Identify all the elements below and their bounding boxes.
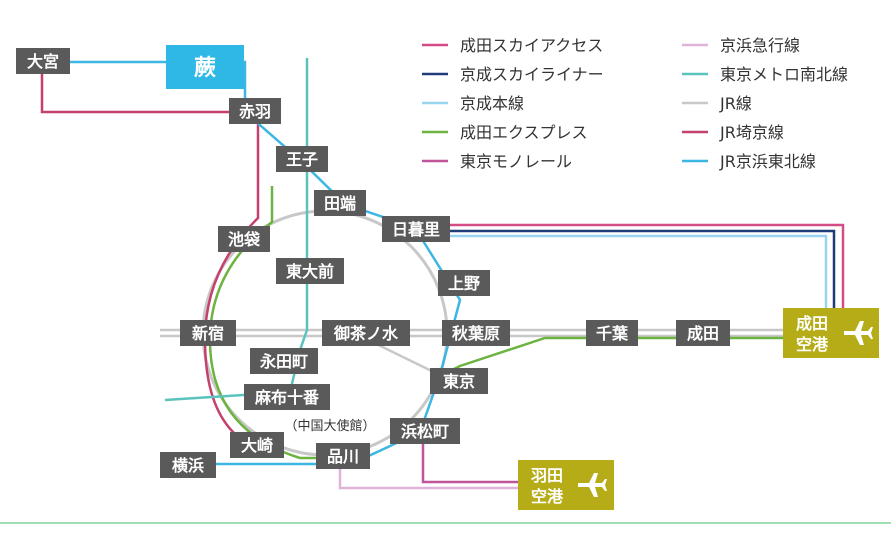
svg-text:品川: 品川 <box>327 447 359 466</box>
svg-text:日暮里: 日暮里 <box>392 220 440 239</box>
svg-text:羽田: 羽田 <box>531 466 563 485</box>
svg-text:京成スカイライナー: 京成スカイライナー <box>460 65 604 84</box>
station-shinjuku: 新宿 <box>180 320 236 346</box>
legend-item: JR埼京線 <box>682 123 784 142</box>
svg-text:赤羽: 赤羽 <box>239 102 271 121</box>
station-warabi: 蕨 <box>166 45 244 89</box>
station-akabane: 赤羽 <box>229 98 281 124</box>
svg-text:大宮: 大宮 <box>27 52 59 71</box>
svg-text:JR線: JR線 <box>719 94 752 113</box>
legend-item: 東京モノレール <box>422 152 572 171</box>
svg-text:JR京浜東北線: JR京浜東北線 <box>719 152 816 171</box>
svg-text:成田: 成田 <box>796 314 828 333</box>
station-tokyo: 東京 <box>430 368 488 394</box>
svg-text:麻布十番: 麻布十番 <box>254 388 320 407</box>
svg-text:田端: 田端 <box>324 194 356 213</box>
legend-item: JR線 <box>682 94 752 113</box>
svg-text:京成本線: 京成本線 <box>460 94 524 113</box>
legend-item: 成田スカイアクセス <box>422 36 603 55</box>
legend-item: 東京メトロ南北線 <box>682 65 848 84</box>
svg-text:秋葉原: 秋葉原 <box>452 324 500 343</box>
svg-text:蕨: 蕨 <box>194 55 216 81</box>
keisei-skyliner-line <box>450 229 836 318</box>
station-todaimae: 東大前 <box>276 258 344 284</box>
station-nippori: 日暮里 <box>382 216 450 242</box>
svg-text:千葉: 千葉 <box>596 324 629 343</box>
keisei-main-line <box>450 234 828 318</box>
svg-text:東京メトロ南北線: 東京メトロ南北線 <box>720 65 848 84</box>
svg-text:永田町: 永田町 <box>259 352 308 371</box>
svg-text:新宿: 新宿 <box>192 324 224 343</box>
svg-text:成田エクスプレス: 成田エクスプレス <box>460 123 588 142</box>
svg-text:東大前: 東大前 <box>286 262 334 281</box>
svg-text:JR埼京線: JR埼京線 <box>719 123 784 142</box>
svg-text:御茶ノ水: 御茶ノ水 <box>333 324 399 343</box>
airplane-icon <box>578 473 607 497</box>
legend-item: 京浜急行線 <box>682 36 800 55</box>
station-omiya: 大宮 <box>16 48 70 74</box>
svg-text:浜松町: 浜松町 <box>401 422 449 441</box>
legend-item: 成田エクスプレス <box>422 123 588 142</box>
airplane-icon <box>844 321 873 345</box>
svg-text:王子: 王子 <box>286 150 318 169</box>
station-shinagawa: 品川 <box>316 443 370 469</box>
svg-text:東京: 東京 <box>443 372 475 391</box>
svg-text:成田: 成田 <box>687 324 719 343</box>
svg-text:成田スカイアクセス: 成田スカイアクセス <box>460 36 603 55</box>
svg-text:東京モノレール: 東京モノレール <box>460 152 572 171</box>
keihin-tohoku-line <box>40 60 462 462</box>
tokyo-monorail-line <box>421 440 520 484</box>
station-oji: 王子 <box>276 146 328 172</box>
station-akihabara: 秋葉原 <box>442 320 510 346</box>
bottom-divider <box>0 522 891 524</box>
station-nagatacho: 永田町 <box>250 348 318 374</box>
station-chiba: 千葉 <box>586 320 638 346</box>
station-narita: 成田 <box>676 320 730 346</box>
legend: 成田スカイアクセス 京成スカイライナー 京成本線 成田エクスプレス 東京モノレー… <box>422 36 848 171</box>
station-azabujuban: 麻布十番 <box>244 384 330 410</box>
station-hamamatsucho: 浜松町 <box>390 418 460 444</box>
station-ochanomizu: 御茶ノ水 <box>322 320 410 346</box>
svg-text:上野: 上野 <box>448 274 480 293</box>
svg-text:空港: 空港 <box>531 487 564 506</box>
narita-sky-access-line <box>450 223 845 318</box>
svg-text:大崎: 大崎 <box>241 436 273 455</box>
station-osaki: 大崎 <box>230 432 284 458</box>
svg-text:横浜: 横浜 <box>172 456 204 475</box>
legend-item: JR京浜東北線 <box>682 152 816 171</box>
jr-saikyo-line <box>40 62 247 114</box>
legend-item: 京成本線 <box>422 94 524 113</box>
svg-text:空港: 空港 <box>796 335 829 354</box>
narita-airport: 成田 空港 <box>783 308 879 358</box>
legend-item: 京成スカイライナー <box>422 65 604 84</box>
svg-text:京浜急行線: 京浜急行線 <box>720 36 800 55</box>
keikyu-line <box>338 464 520 490</box>
embassy-note: （中国大使館） <box>284 418 375 434</box>
svg-text:池袋: 池袋 <box>228 230 261 249</box>
station-tabata: 田端 <box>314 190 366 216</box>
station-ikebukuro: 池袋 <box>218 226 270 252</box>
haneda-airport: 羽田 空港 <box>518 460 614 510</box>
station-ueno: 上野 <box>438 270 490 296</box>
station-yokohama: 横浜 <box>160 452 216 478</box>
